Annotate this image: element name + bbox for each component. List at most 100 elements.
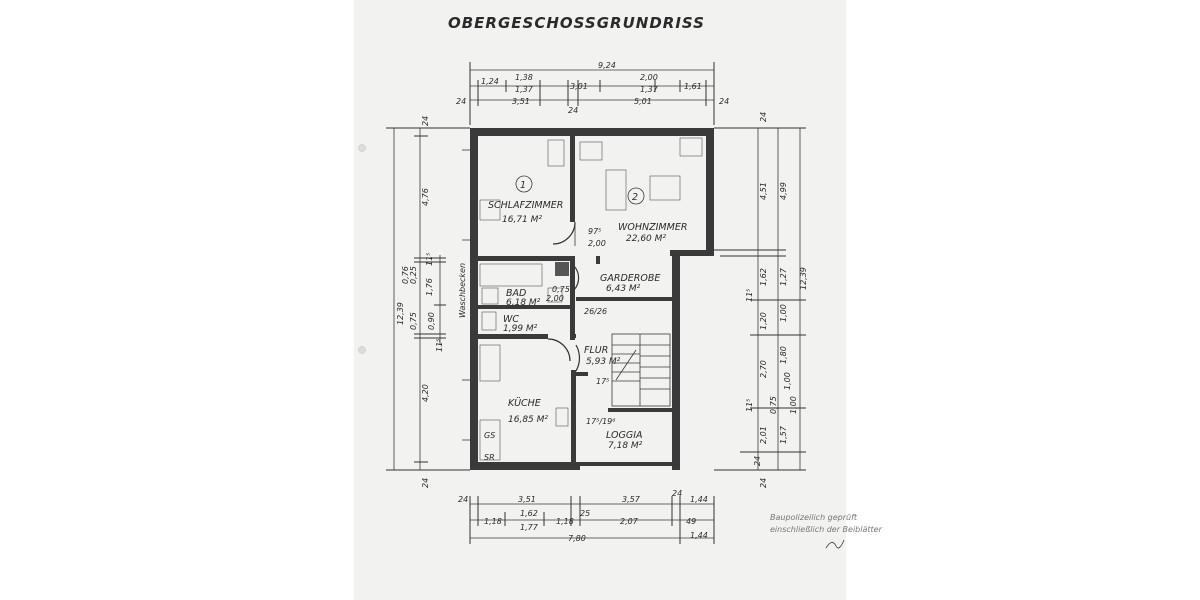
dim-label: 0,75 <box>409 312 418 330</box>
dim-label: 3,57 <box>622 495 641 504</box>
dim-label: 1,76 <box>425 278 434 296</box>
door-note: 17⁵ <box>596 377 609 386</box>
dim-label: 1,24 <box>481 77 499 86</box>
dim-label: 3,51 <box>518 495 536 504</box>
dim-label: 2,70 <box>759 360 768 378</box>
dim-label: 1,00 <box>779 304 788 322</box>
dim-label: 24 <box>568 106 578 115</box>
right-dimensions: 24 4,51 4,99 11⁵ 1,62 1,27 12,39 1,20 1,… <box>714 112 808 488</box>
bathtub <box>479 263 543 287</box>
door-note: 2,00 <box>546 294 564 303</box>
dim-label: 1,20 <box>759 312 768 330</box>
dim-label: 4,76 <box>421 188 430 206</box>
stamp-line: einschließlich der Beiblätter <box>770 525 883 534</box>
punch-hole <box>358 346 366 354</box>
dim-label: 1,18 <box>484 517 502 526</box>
dim-label: 4,99 <box>779 182 788 200</box>
room-area: 1,99 M² <box>503 324 538 334</box>
dim-label: 24 <box>759 478 768 488</box>
dim-label-overall-height: 12,39 <box>799 267 808 290</box>
room-number-marker <box>627 187 645 205</box>
left-dimensions: 24 4,76 11⁵ 12,39 1,76 11⁵ 0,75 0,90 4,2… <box>386 116 470 488</box>
dim-label: 1,18 <box>556 517 574 526</box>
room-name-wc: WC <box>503 314 519 325</box>
dim-label: 1,00 <box>783 372 792 390</box>
room-number: 2 <box>632 192 638 203</box>
fixture-label: SR <box>484 453 495 462</box>
room-area: 5,93 M² <box>586 357 621 367</box>
dim-label: 11⁵ <box>745 399 754 412</box>
room-name-wohnzimmer: WOHNZIMMER <box>618 222 687 233</box>
dim-label: 1,00 <box>789 396 798 414</box>
dim-label: 1,62 <box>759 268 768 286</box>
plan-title: OBERGESCHOSSGRUNDRISS <box>448 14 705 32</box>
top-dimensions: 9,24 1,24 1,38 1,37 3,01 2,00 1,37 1,61 … <box>456 61 729 125</box>
dim-label: 1,57 <box>779 425 788 444</box>
room-labels: 1 SCHLAFZIMMER 16,71 M² 2 WOHNZIMMER 22,… <box>488 175 687 451</box>
door-note: 2,00 <box>588 239 606 248</box>
fixture-label: GS <box>484 431 495 440</box>
dim-label: 1,37 <box>640 85 659 94</box>
room-area: 16,71 M² <box>502 215 542 225</box>
dim-label: 1,77 <box>520 523 539 532</box>
door-notes: 97⁵ 2,00 0,75 2,00 26/26 17⁵ 17⁵/19⁶ Was… <box>458 227 616 462</box>
wash-basin-note: Waschbecken <box>458 263 467 318</box>
room-name-loggia: LOGGIA <box>606 430 643 441</box>
dim-overall-width: 9,24 <box>598 61 616 70</box>
room-name-bad: BAD <box>506 288 526 299</box>
room-name-garderobe: GARDEROBE <box>600 273 660 284</box>
dim-label: 49 <box>686 517 696 526</box>
dim-label: 2,00 <box>640 73 658 82</box>
dim-label: 24 <box>753 456 762 466</box>
dim-label: 2,07 <box>620 517 639 526</box>
dim-label: 24 <box>456 97 466 106</box>
dim-label-overall-width: 7,80 <box>568 534 586 543</box>
dim-label: 4,51 <box>759 182 768 200</box>
room-name-kueche: KÜCHE <box>508 398 541 409</box>
room-area: 6,18 M² <box>506 298 541 308</box>
punch-hole <box>358 144 366 152</box>
approval-stamp: Baupolizeilich geprüft einschließlich de… <box>770 513 883 549</box>
dim-label: 0,25 <box>409 266 418 284</box>
door-note: 17⁵/19⁶ <box>586 417 616 426</box>
dim-label: 1,80 <box>779 346 788 364</box>
doors-windows <box>462 149 581 441</box>
dim-label: 11⁵ <box>425 253 434 266</box>
dim-label: 25 <box>580 509 590 518</box>
dim-label: 1,27 <box>779 267 788 286</box>
door-note: 0,75 <box>552 285 570 294</box>
room-area: 7,18 M² <box>608 441 643 451</box>
furniture <box>479 137 703 461</box>
room-number-marker <box>515 175 533 193</box>
room-area: 6,43 M² <box>606 284 641 294</box>
dim-label: 24 <box>421 116 430 126</box>
dim-label: 2,01 <box>759 426 768 444</box>
dim-label: 11⁵ <box>435 339 444 352</box>
dim-label: 24 <box>672 489 682 498</box>
dim-label: 3,51 <box>512 97 530 106</box>
room-number: 1 <box>520 180 526 191</box>
dim-label: 1,38 <box>515 73 533 82</box>
dim-label: 24 <box>458 495 468 504</box>
dim-label: 4,20 <box>421 384 430 402</box>
dim-label-overall-height: 12,39 <box>396 302 405 325</box>
dim-label: 1,44 <box>690 495 708 504</box>
dim-label: 24 <box>759 112 768 122</box>
stamp-line: Baupolizeilich geprüft <box>770 513 858 522</box>
dim-label: 1,37 <box>515 85 534 94</box>
walls <box>470 128 714 470</box>
room-area: 16,85 M² <box>508 415 548 425</box>
bottom-dimensions: 24 3,51 3,57 24 1,44 1,18 1,62 1,18 25 2… <box>458 489 715 544</box>
dim-label: 0,76 <box>401 266 410 284</box>
dim-label: 1,44 <box>690 531 708 540</box>
room-name-schlafzimmer: SCHLAFZIMMER <box>488 200 563 211</box>
dim-label: 11⁵ <box>745 289 754 302</box>
door-note: 26/26 <box>584 307 607 316</box>
dim-label: 1,62 <box>520 509 538 518</box>
staircase <box>611 333 671 407</box>
room-name-flur: FLUR <box>584 345 608 356</box>
dim-label: 5,01 <box>634 97 652 106</box>
dim-label: 24 <box>421 478 430 488</box>
dim-label: 24 <box>719 97 729 106</box>
